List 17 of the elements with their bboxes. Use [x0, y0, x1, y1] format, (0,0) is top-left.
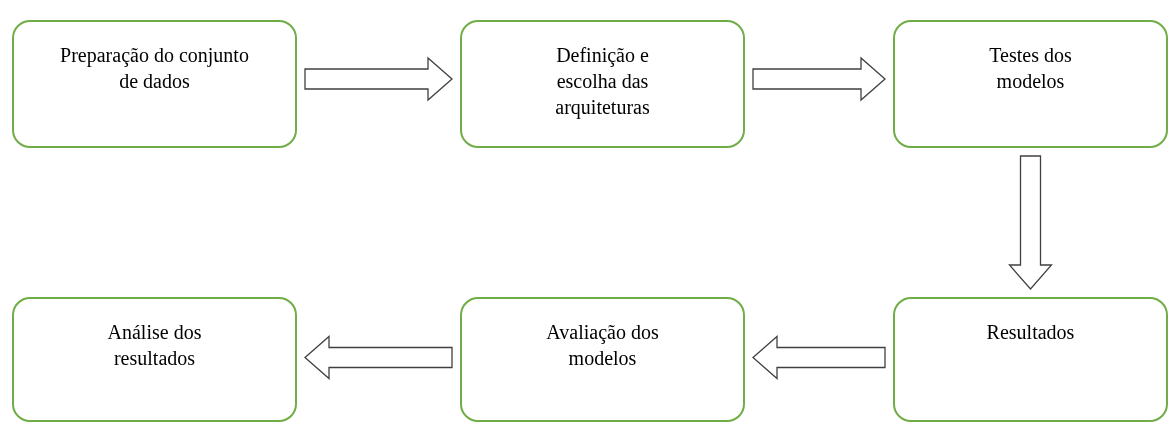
- block-arrow: [1008, 155, 1053, 290]
- box-label: Definição e escolha das arquiteturas: [554, 43, 651, 120]
- process-box: [460, 20, 745, 148]
- block-arrow: [304, 335, 453, 380]
- block-arrow: [304, 56, 453, 102]
- process-box: [893, 20, 1168, 148]
- process-box: [460, 297, 745, 422]
- process-box: [12, 20, 297, 148]
- box-label: Testes dos modelos: [988, 43, 1073, 94]
- block-arrow: [752, 335, 886, 380]
- box-label: Preparação do conjunto de dados: [59, 43, 250, 94]
- box-label: Análise dos resultados: [106, 320, 203, 371]
- process-box: [893, 297, 1168, 422]
- block-arrow: [752, 56, 886, 102]
- process-box: [12, 297, 297, 422]
- box-label: Avaliação dos modelos: [545, 320, 660, 371]
- box-label: Resultados: [986, 320, 1075, 345]
